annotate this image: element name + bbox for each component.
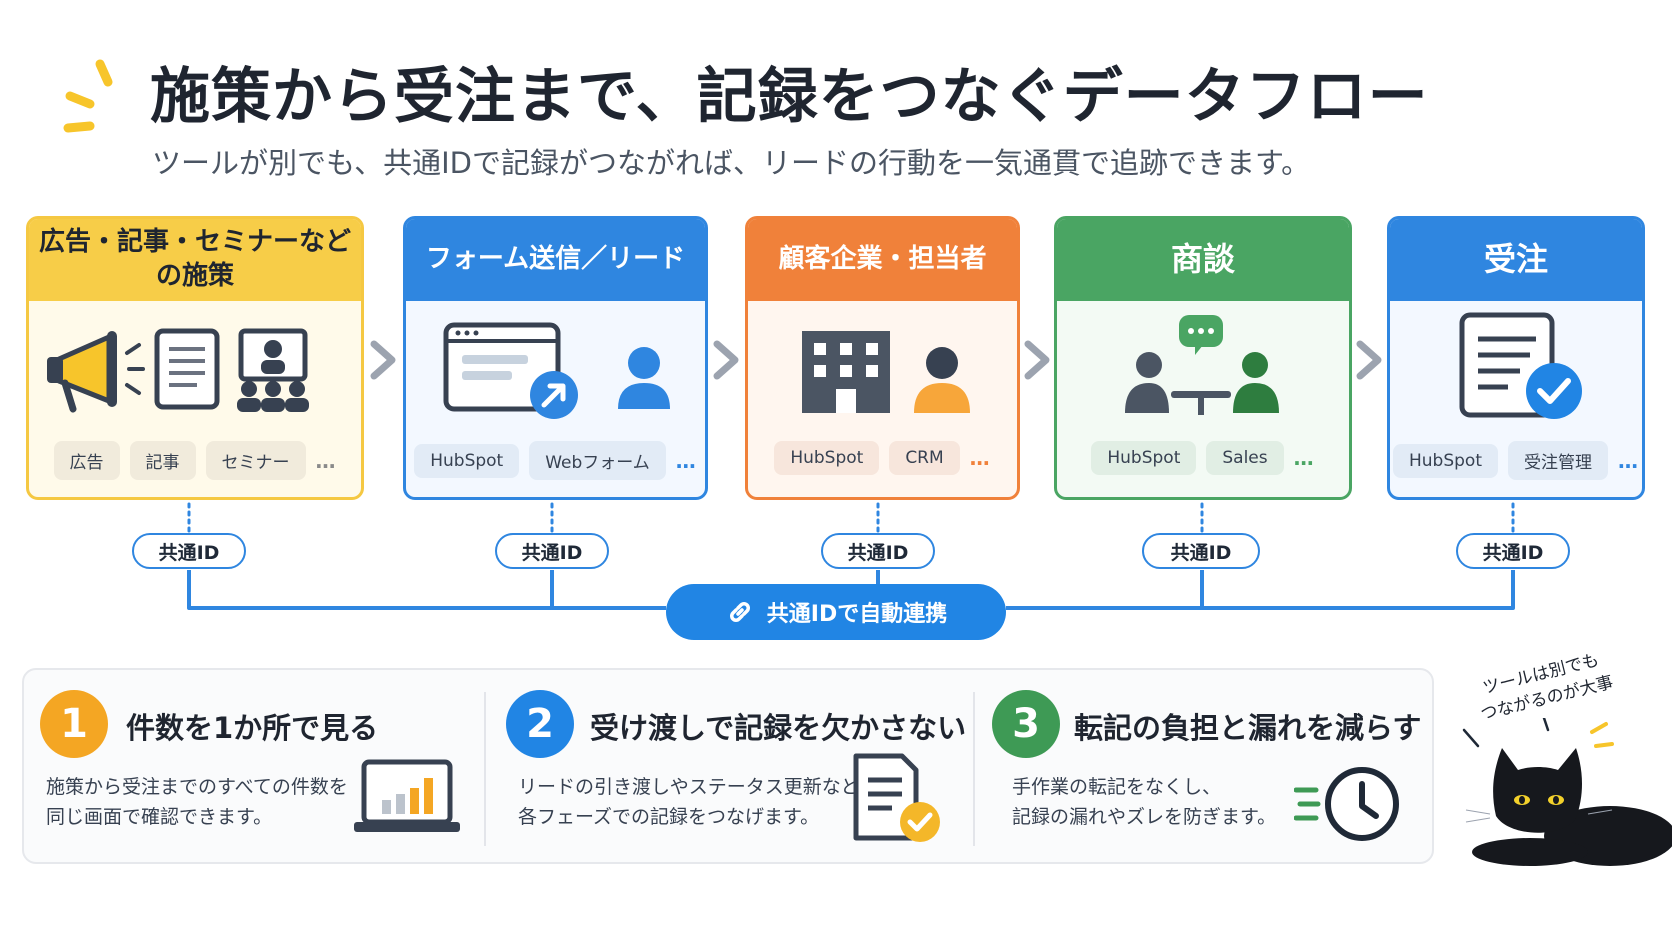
stage-order: 受注 HubSpot 受注管理 … — [1387, 216, 1645, 500]
id-connector-lines — [187, 502, 1515, 610]
page-subtitle: ツールが別でも、共通IDで記録がつながれば、リードの行動を一気通貫で追跡できます… — [152, 146, 1311, 180]
tool-tag: HubSpot — [774, 441, 880, 475]
chevron-right-icon — [1024, 340, 1050, 380]
tool-tag: 記事 — [129, 441, 196, 480]
benefit-number-1: 1 — [40, 690, 108, 758]
tool-tag: セミナー — [205, 441, 306, 480]
tool-tag: HubSpot — [414, 443, 520, 478]
benefit-description: 施策から受注までのすべての件数を 同じ画面で確認できます。 — [46, 772, 348, 833]
cursor-arrow-icon — [530, 371, 578, 419]
benefit-desc-line: 記録の漏れやズレを防ぎます。 — [1012, 806, 1277, 829]
laptop-chart-icon — [354, 759, 460, 832]
tool-tag: 広告 — [53, 441, 120, 480]
more-indicator: … — [1618, 448, 1639, 473]
chevron-right-icon — [370, 340, 396, 380]
stage-title: フォーム送信／リード — [406, 219, 705, 301]
person-icon — [618, 347, 670, 409]
shared-id-label: 共通ID — [1456, 533, 1570, 569]
document-check-icon — [853, 753, 940, 842]
stage-title: 顧客企業・担当者 — [748, 219, 1017, 301]
stage-title: 受注 — [1390, 219, 1642, 301]
building-icon — [802, 331, 890, 413]
auto-link-badge: 共通IDで自動連携 — [666, 584, 1006, 640]
auto-link-label: 共通IDで自動連携 — [766, 602, 948, 627]
divider — [484, 692, 486, 846]
benefit-description: 手作業の転記をなくし、 記録の漏れやズレを防ぎます。 — [1012, 772, 1276, 833]
tool-tag: 受注管理 — [1508, 441, 1608, 480]
tool-tag: HubSpot — [1091, 441, 1197, 475]
shared-id-label: 共通ID — [495, 533, 609, 569]
shared-id-label: 共通ID — [1142, 533, 1260, 569]
order-document-check-icon — [1459, 312, 1582, 419]
benefit-description: リードの引き渡しやステータス更新など 各フェーズでの記録をつなげます。 — [518, 772, 860, 833]
benefit-desc-line: 手作業の転記をなくし、 — [1012, 776, 1222, 798]
benefit-title: 受け渡しで記録を欠かさない — [590, 711, 967, 745]
black-cat-mascot-icon — [1462, 718, 1672, 866]
stage-negotiation: 商談 HubSpot Sales … — [1054, 216, 1352, 500]
more-indicator: … — [969, 446, 991, 470]
more-indicator: … — [1293, 446, 1315, 470]
benefit-desc-line: 同じ画面で確認できます。 — [46, 806, 273, 829]
chevron-right-icon — [713, 340, 739, 380]
tool-tag: Webフォーム — [529, 441, 666, 480]
stage-customer: 顧客企業・担当者 HubSpot CRM … — [745, 216, 1020, 500]
clock-icon — [1294, 767, 1399, 841]
meeting-icon — [1125, 352, 1279, 415]
stage-title: 商談 — [1057, 219, 1349, 301]
link-icon — [729, 602, 750, 622]
benefit-desc-line: 施策から受注までのすべての件数を — [46, 776, 348, 798]
shared-id-label: 共通ID — [132, 533, 246, 569]
stage-title: 広告・記事・セミナーなどの施策 — [29, 219, 361, 301]
benefit-title: 件数を1か所で見る — [126, 711, 379, 745]
divider — [973, 692, 975, 846]
tool-tag: CRM — [889, 441, 960, 475]
speech-bubble-icon — [1179, 315, 1223, 355]
stage-form-lead: フォーム送信／リード HubSpot W — [403, 216, 708, 500]
benefits-panel — [22, 668, 1434, 864]
chevron-right-icon — [1356, 340, 1382, 380]
more-indicator: … — [675, 448, 697, 473]
highlight-burst-icon — [63, 59, 113, 133]
benefit-desc-line: リードの引き渡しやステータス更新など — [518, 776, 860, 798]
stage-campaign: 広告・記事・セミナーなどの施策 — [26, 216, 364, 500]
shared-id-label: 共通ID — [821, 533, 935, 569]
benefit-number-2: 2 — [506, 690, 574, 758]
article-icon — [154, 328, 220, 410]
benefit-number-3: 3 — [992, 690, 1060, 758]
tool-tag: Sales — [1206, 441, 1284, 475]
benefit-desc-line: 各フェーズでの記録をつなげます。 — [518, 806, 820, 829]
cat-speech-note: ツールは別でも つながるのが大事 — [1472, 646, 1616, 727]
web-form-icon — [443, 322, 561, 412]
seminar-icon — [237, 328, 309, 412]
benefit-title: 転記の負担と漏れを減らす — [1074, 711, 1422, 745]
page-title: 施策から受注まで、記録をつなぐデータフロー — [150, 62, 1429, 132]
person-icon — [914, 347, 970, 413]
more-indicator: … — [315, 448, 337, 473]
megaphone-icon — [47, 331, 145, 413]
tool-tag: HubSpot — [1393, 443, 1498, 478]
